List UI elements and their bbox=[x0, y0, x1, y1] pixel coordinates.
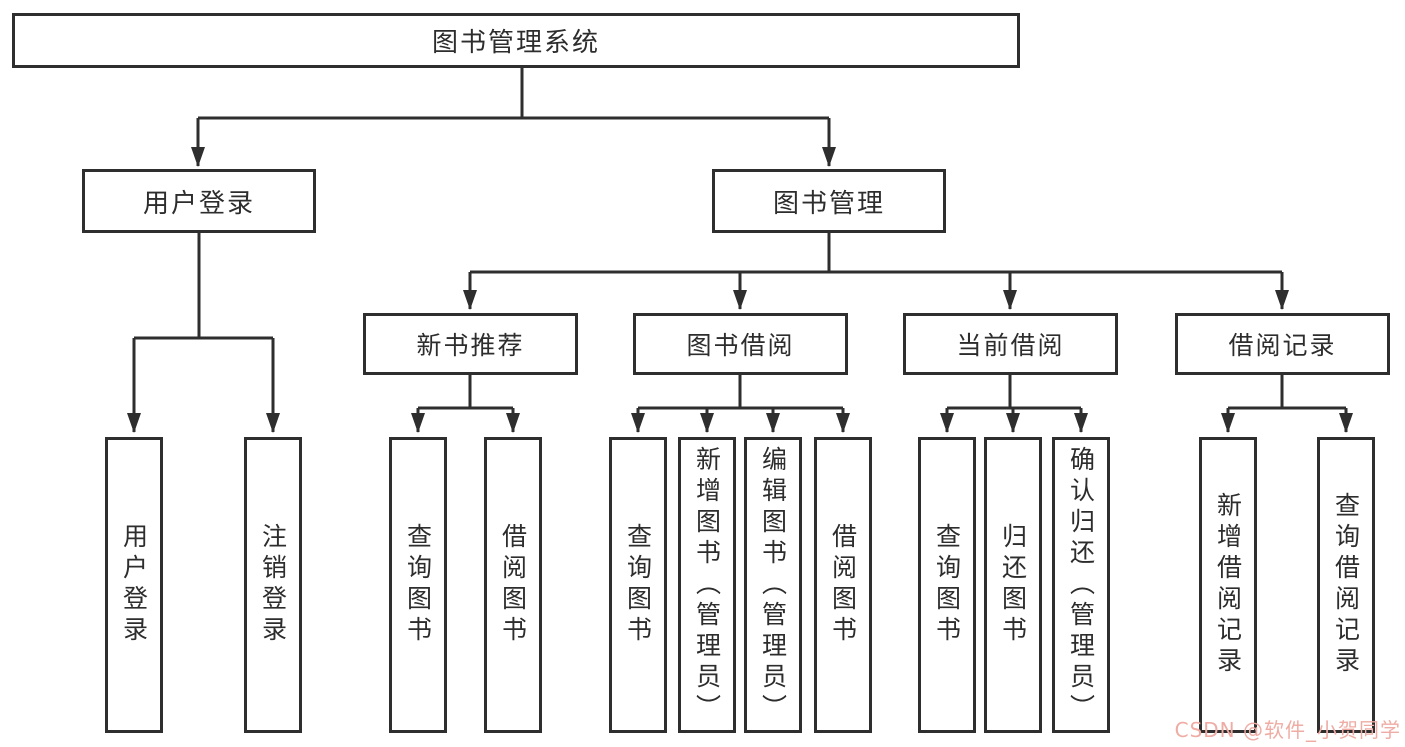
edges-new-book-recommend bbox=[411, 375, 520, 433]
leaf-add-borrow-record: 新增借阅记录 bbox=[1199, 437, 1257, 733]
leaf-return-book: 归还图书 bbox=[984, 437, 1042, 733]
node-book-management: 图书管理 bbox=[712, 169, 946, 233]
edges-book-management bbox=[463, 233, 1289, 310]
leaf-logout: 注销登录 bbox=[244, 437, 302, 733]
leaf-query-borrow-record: 查询借阅记录 bbox=[1317, 437, 1375, 733]
node-root: 图书管理系统 bbox=[12, 13, 1020, 68]
edges-book-borrow bbox=[631, 375, 850, 433]
leaf-confirm-return-admin: 确认归还（管理员） bbox=[1052, 437, 1110, 733]
node-user-login: 用户登录 bbox=[82, 169, 316, 233]
leaf-query-books-current: 查询图书 bbox=[918, 437, 976, 733]
leaf-query-books-borrow: 查询图书 bbox=[609, 437, 667, 733]
node-book-borrow: 图书借阅 bbox=[633, 313, 848, 375]
edges-root bbox=[191, 68, 836, 167]
node-current-borrow: 当前借阅 bbox=[903, 313, 1118, 375]
edges-borrow-records bbox=[1221, 375, 1353, 433]
leaf-edit-book-admin: 编辑图书（管理员） bbox=[744, 437, 802, 733]
csdn-watermark: CSDN @软件_小贺同学 bbox=[1174, 718, 1401, 742]
edges-user-login bbox=[127, 233, 280, 433]
leaf-borrow-books-borrow: 借阅图书 bbox=[814, 437, 872, 733]
leaf-borrow-books-recommend: 借阅图书 bbox=[484, 437, 542, 733]
edges-current-borrow bbox=[940, 375, 1088, 433]
node-borrow-records: 借阅记录 bbox=[1175, 313, 1390, 375]
leaf-add-book-admin: 新增图书（管理员） bbox=[678, 437, 736, 733]
leaf-user-login: 用户登录 bbox=[105, 437, 163, 733]
node-new-book-recommend: 新书推荐 bbox=[363, 313, 578, 375]
leaf-query-books-recommend: 查询图书 bbox=[389, 437, 447, 733]
